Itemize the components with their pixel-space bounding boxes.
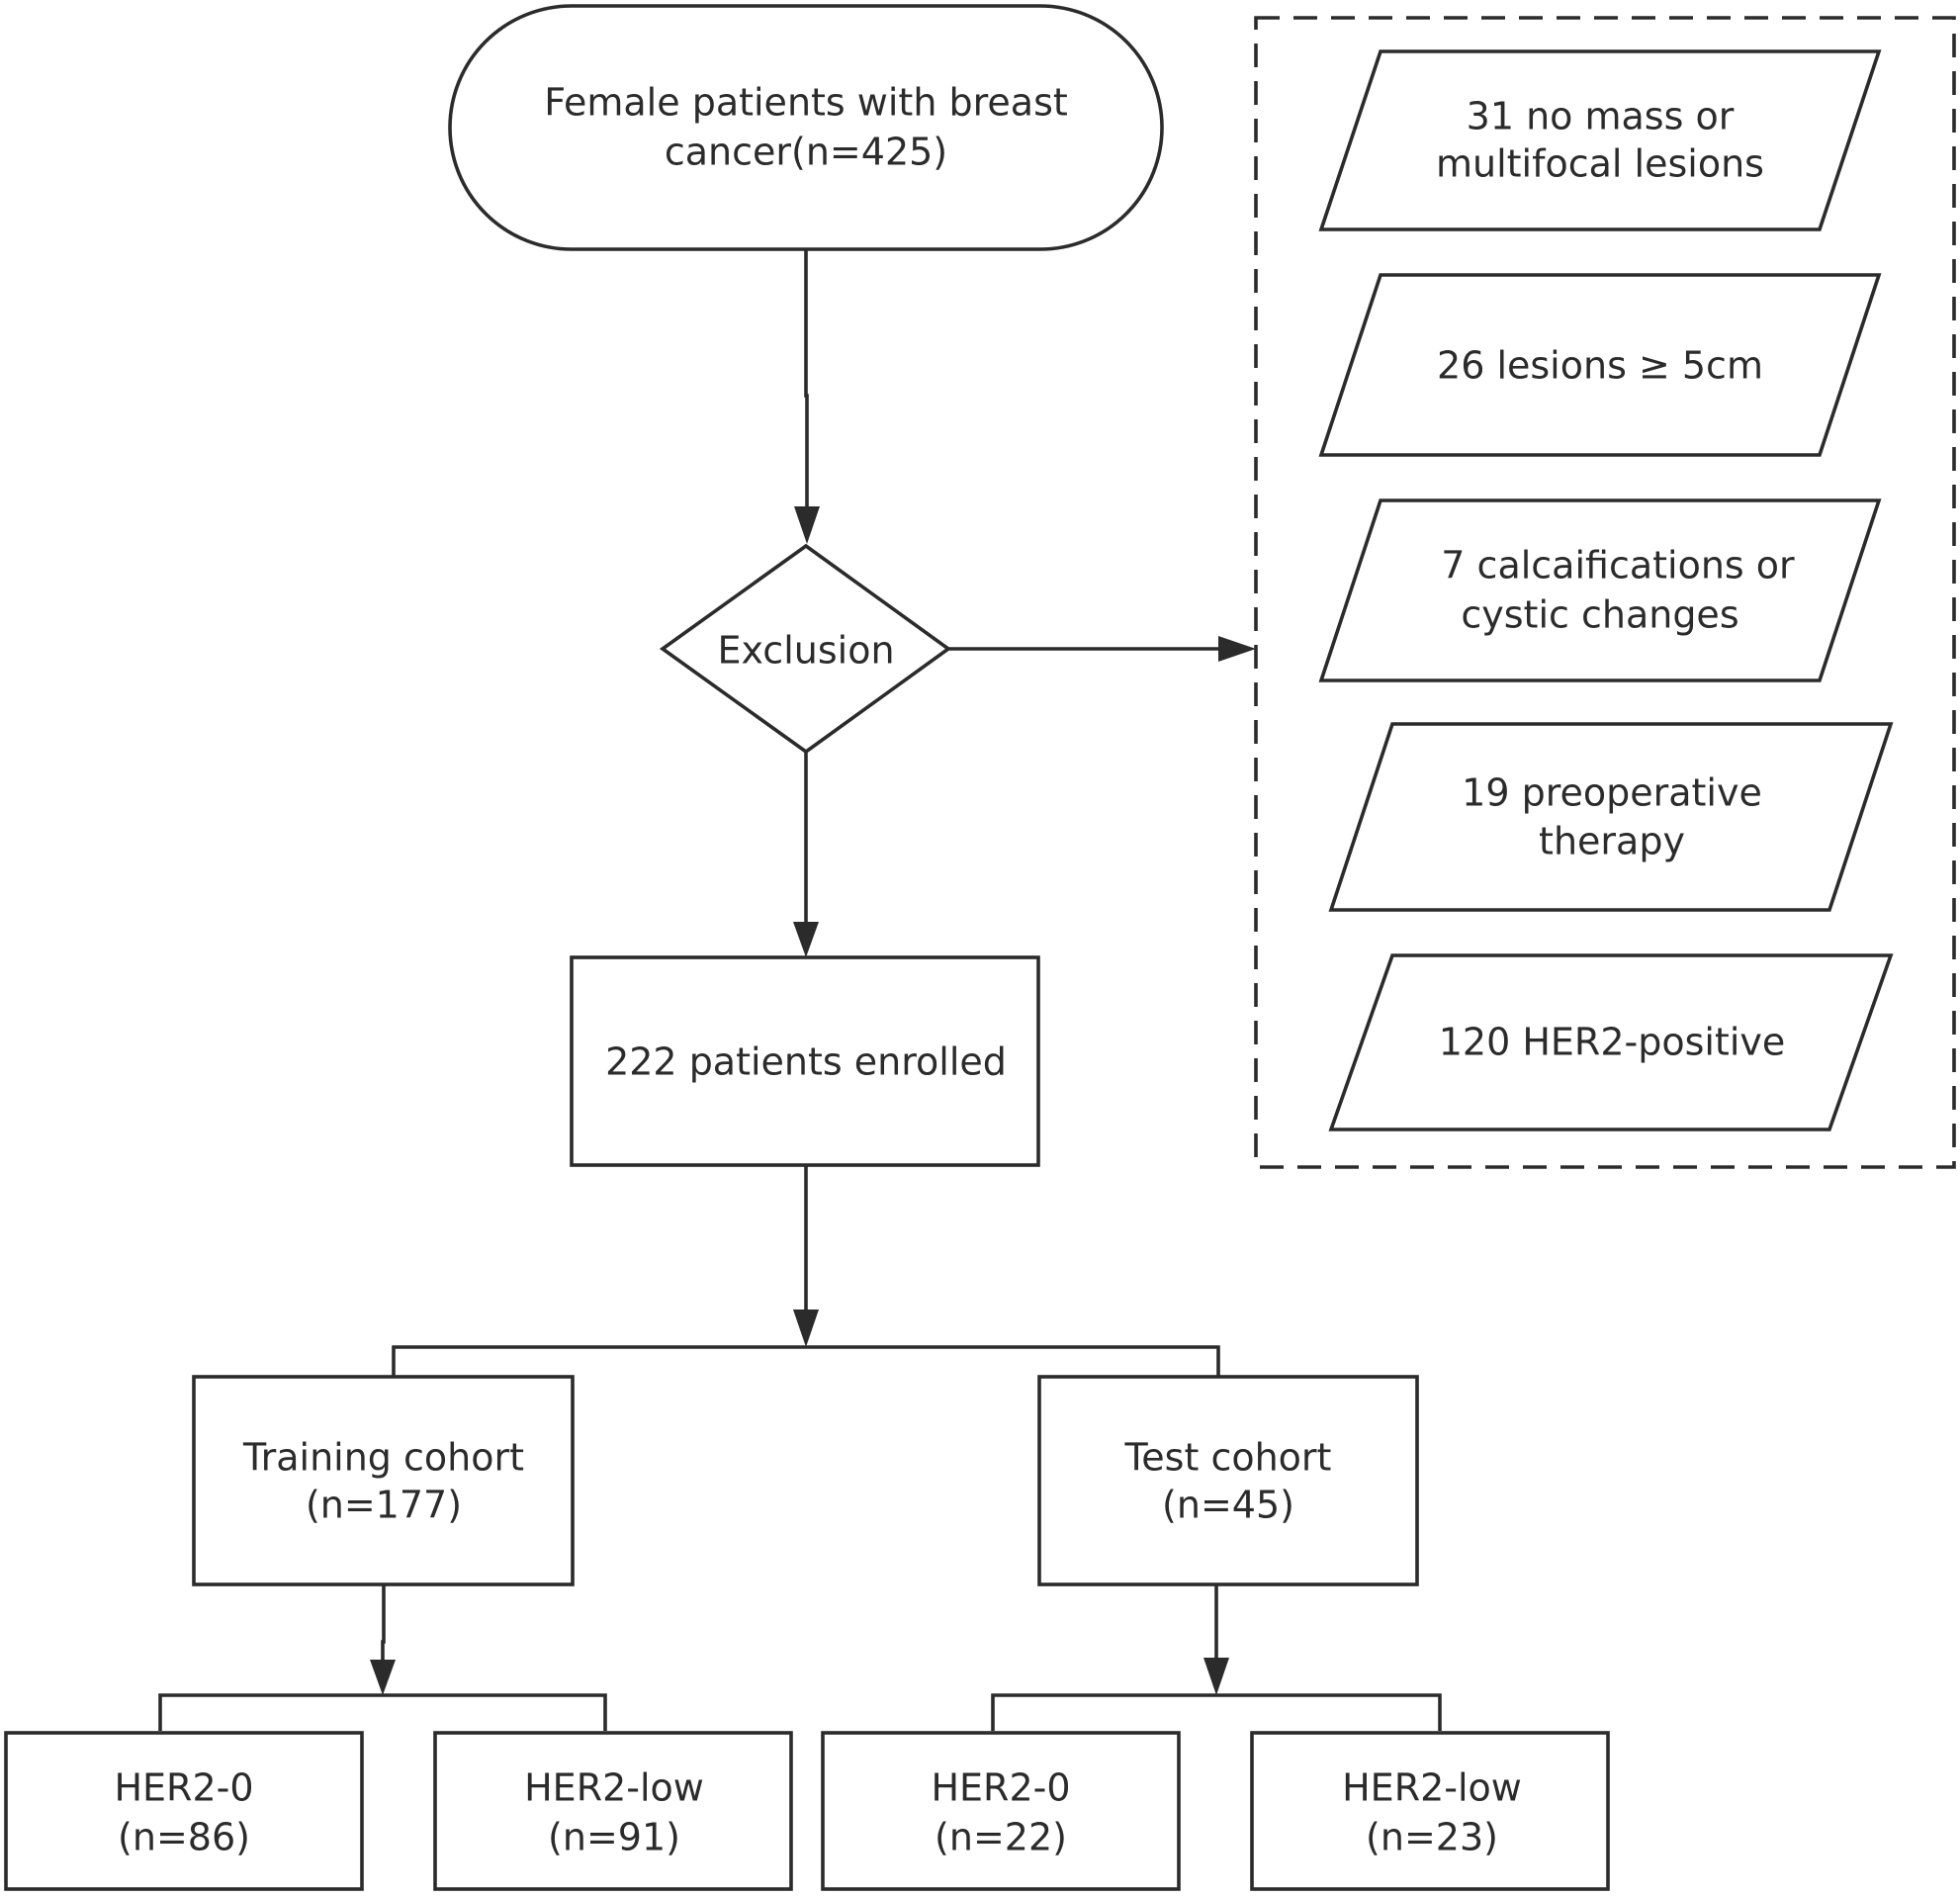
train-her2-0-line-1: HER2-0 (114, 1766, 253, 1810)
test-her2-low-node: HER2-low (n=23) (1250, 1731, 1610, 1891)
test-cohort-node: Test cohort (n=45) (1037, 1375, 1419, 1586)
test-her2-0-line-1: HER2-0 (931, 1766, 1070, 1810)
test-her2-0-line-2: (n=22) (935, 1816, 1067, 1859)
train-her2-low-line-2: (n=91) (548, 1816, 680, 1859)
connector-start-to-exclusion (794, 249, 820, 544)
exclusion-item-calcifications-line-1: 7 calcaifications or (1441, 544, 1795, 587)
exclusion-item-preoperative-therapy-line-2: therapy (1539, 820, 1685, 863)
exclusion-item-calcifications-line-2: cystic changes (1461, 593, 1738, 637)
connector-enrolled-to-split (392, 1165, 1220, 1377)
train-her2-0-node: HER2-0 (n=86) (4, 1731, 364, 1891)
train-her2-0-line-2: (n=86) (118, 1816, 250, 1859)
test-cohort-line-2: (n=45) (1162, 1484, 1294, 1527)
connector-exclusion-to-criteria (948, 636, 1256, 662)
exclusion-item-her2-positive-line-1: 120 HER2-positive (1439, 1021, 1786, 1064)
exclusion-label: Exclusion (717, 629, 894, 673)
exclusion-item-her2-positive: 120 HER2-positive (1328, 953, 1894, 1131)
training-cohort-line-1: Training cohort (242, 1436, 524, 1480)
exclusion-item-no-mass-line-1: 31 no mass or (1467, 95, 1735, 138)
connector-training-split (158, 1584, 607, 1731)
test-her2-0-node: HER2-0 (n=22) (821, 1731, 1181, 1891)
train-her2-low-line-1: HER2-low (524, 1766, 704, 1810)
enrolled-node: 222 patients enrolled (570, 955, 1040, 1167)
exclusion-criteria-group: 31 no mass or multifocal lesions 26 lesi… (1254, 16, 1956, 1169)
start-node-line-2: cancer(n=425) (665, 131, 947, 174)
train-her2-low-node: HER2-low (n=91) (433, 1731, 793, 1891)
exclusion-item-lesion-size: 26 lesions ≥ 5cm (1318, 273, 1882, 457)
connector-test-split (991, 1584, 1442, 1731)
training-cohort-node: Training cohort (n=177) (192, 1375, 575, 1586)
start-node: Female patients with breast cancer(n=425… (448, 4, 1164, 251)
exclusion-item-calcifications: 7 calcaifications or cystic changes (1318, 498, 1882, 682)
exclusion-item-preoperative-therapy-line-1: 19 preoperative (1462, 771, 1762, 815)
exclusion-item-lesion-size-line-1: 26 lesions ≥ 5cm (1437, 344, 1763, 388)
enrolled-node-line-1: 222 patients enrolled (605, 1040, 1007, 1084)
test-cohort-line-1: Test cohort (1124, 1436, 1332, 1480)
training-cohort-line-2: (n=177) (306, 1484, 462, 1527)
exclusion-decision: Exclusion (659, 543, 952, 755)
exclusion-item-no-mass: 31 no mass or multifocal lesions (1318, 49, 1882, 231)
test-her2-low-line-2: (n=23) (1366, 1816, 1498, 1859)
exclusion-item-preoperative-therapy: 19 preoperative therapy (1328, 722, 1894, 912)
exclusion-item-no-mass-line-2: multifocal lesions (1436, 142, 1764, 186)
test-her2-low-line-1: HER2-low (1342, 1766, 1522, 1810)
start-node-line-1: Female patients with breast (544, 81, 1068, 125)
connector-exclusion-to-enrolled (793, 752, 819, 957)
